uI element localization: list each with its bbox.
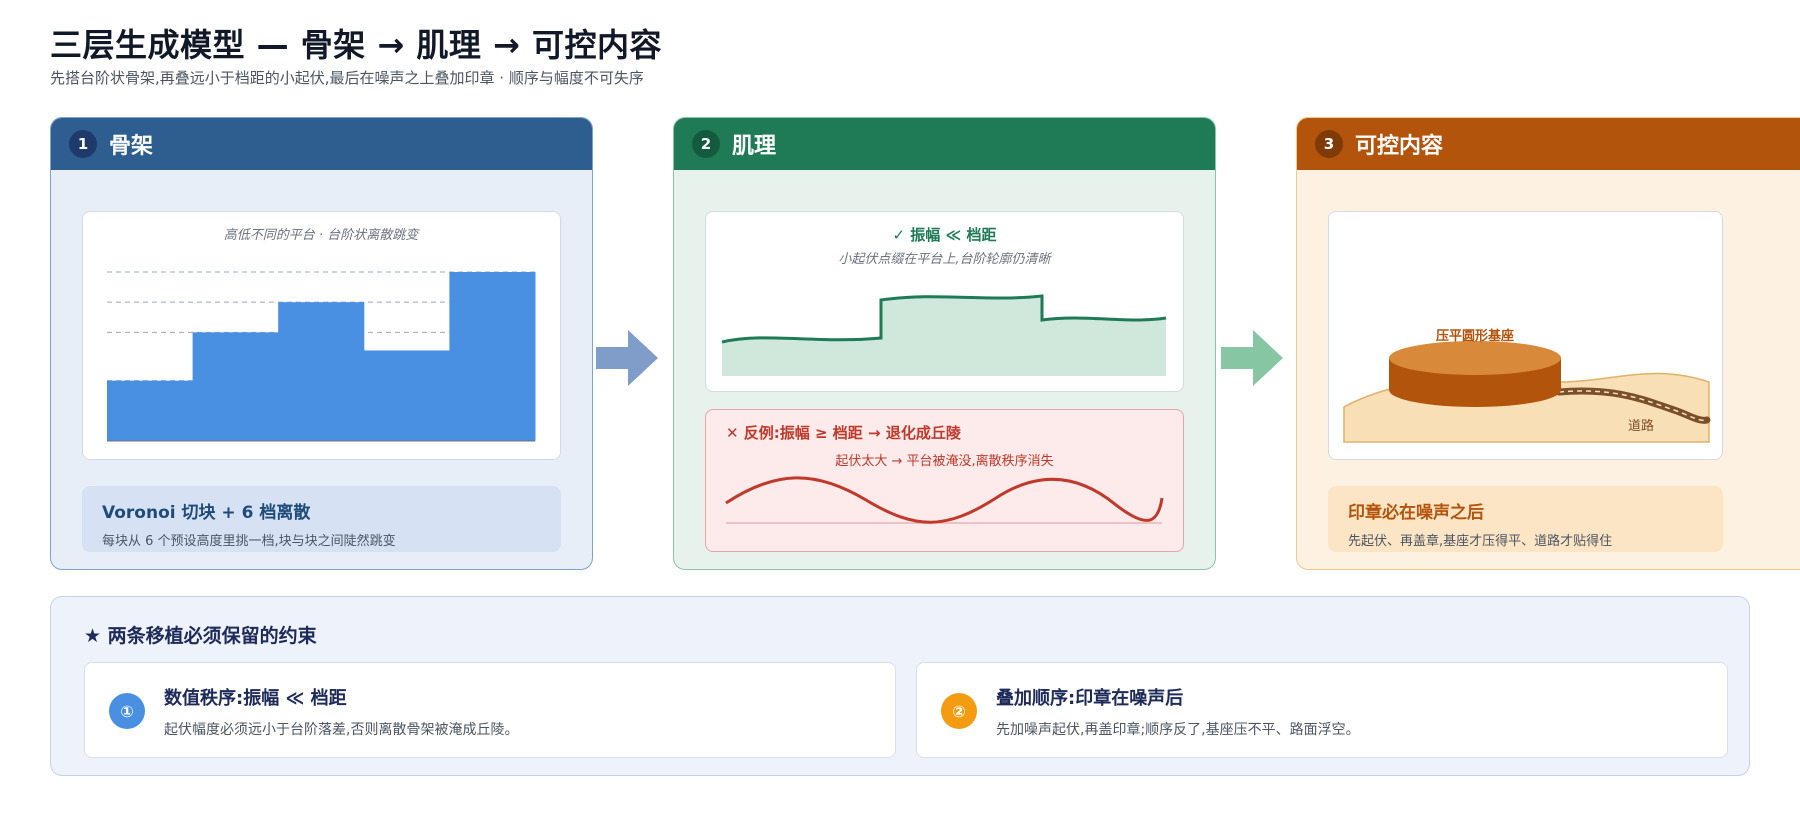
bad-example-title: ✕ 反例:振幅 ≥ 档距 → 退化成丘陵 bbox=[726, 424, 961, 442]
circled-one-icon: ① bbox=[109, 693, 145, 729]
bad-example-desc: 起伏太大 → 平台被淹没,离散秩序消失 bbox=[835, 454, 1054, 469]
content-info-box: 印章必在噪声之后 先起伏、再盖章,基座才压得平、道路才贴得住 bbox=[1328, 486, 1723, 552]
step-number-badge: 2 bbox=[692, 130, 720, 158]
constraint-desc: 先加噪声起伏,再盖印章;顺序反了,基座压不平、路面浮空。 bbox=[996, 722, 1360, 738]
card-skeleton-header: 1 骨架 bbox=[51, 118, 592, 170]
step-number-badge: 1 bbox=[69, 130, 97, 158]
skeleton-chart-panel: 高低不同的平台 · 台阶状离散跳变 bbox=[82, 211, 561, 460]
card-content: 3 可控内容 压平圆形基座 道路 印章必在噪声之后 先起伏、再盖章,基座才压得平… bbox=[1296, 117, 1800, 570]
base-label: 压平圆形基座 bbox=[1436, 328, 1514, 344]
texture-bad-profile bbox=[725, 476, 1164, 524]
arrow-right-icon bbox=[596, 330, 658, 386]
skeleton-info-box: Voronoi 切块 + 6 档离散 每块从 6 个预设高度里挑一档,块与块之间… bbox=[82, 486, 561, 552]
skeleton-bar-chart: 高低不同的平台 · 台阶状离散跳变 bbox=[107, 227, 536, 442]
constraint-desc: 起伏幅度必须远小于台阶落差,否则离散骨架被淹成丘陵。 bbox=[164, 722, 519, 738]
circled-two-icon: ② bbox=[941, 693, 977, 729]
card-skeleton: 1 骨架 高低不同的平台 · 台阶状离散跳变 Voronoi 切块 + 6 档离… bbox=[50, 117, 593, 570]
bar-5 bbox=[449, 272, 536, 441]
constraint-title: 叠加顺序:印章在噪声后 bbox=[996, 688, 1184, 709]
content-info-desc: 先起伏、再盖章,基座才压得平、道路才贴得住 bbox=[1348, 534, 1613, 549]
content-info-title: 印章必在噪声之后 bbox=[1348, 503, 1484, 523]
road-label: 道路 bbox=[1628, 418, 1654, 434]
card-content-title: 可控内容 bbox=[1355, 134, 1444, 159]
card-texture-header: 2 肌理 bbox=[674, 118, 1215, 170]
constraints-title: ★ 两条移植必须保留的约束 bbox=[84, 625, 317, 647]
arrow-right-icon bbox=[1221, 330, 1283, 386]
bar-2 bbox=[192, 332, 279, 441]
skeleton-info-title: Voronoi 切块 + 6 档离散 bbox=[102, 503, 311, 523]
card-texture-title: 肌理 bbox=[732, 134, 777, 159]
card-content-header: 3 可控内容 bbox=[1297, 118, 1800, 170]
good-example-title: ✓ 振幅 ≪ 档距 bbox=[892, 226, 997, 244]
texture-good-profile bbox=[721, 294, 1167, 376]
texture-good-panel: ✓ 振幅 ≪ 档距 小起伏点缀在平台上,台阶轮廓仍清晰 bbox=[705, 211, 1184, 392]
bar-3 bbox=[278, 302, 365, 441]
content-illustration-panel: 压平圆形基座 道路 bbox=[1328, 211, 1723, 460]
good-example-desc: 小起伏点缀在平台上,台阶轮廓仍清晰 bbox=[838, 252, 1051, 267]
page-subtitle: 先搭台阶状骨架,再叠远小于档距的小起伏,最后在噪声之上叠加印章 · 顺序与幅度不… bbox=[50, 69, 644, 87]
texture-bad-panel: ✕ 反例:振幅 ≥ 档距 → 退化成丘陵 起伏太大 → 平台被淹没,离散秩序消失 bbox=[705, 409, 1184, 552]
flattened-base-top bbox=[1389, 341, 1561, 375]
constraint-title: 数值秩序:振幅 ≪ 档距 bbox=[164, 688, 347, 709]
chart-caption: 高低不同的平台 · 台阶状离散跳变 bbox=[224, 227, 420, 243]
constraints-section: ★ 两条移植必须保留的约束 ① 数值秩序:振幅 ≪ 档距 起伏幅度必须远小于台阶… bbox=[50, 596, 1750, 776]
skeleton-info-desc: 每块从 6 个预设高度里挑一档,块与块之间陡然跳变 bbox=[102, 534, 396, 549]
bar-1 bbox=[107, 380, 194, 441]
card-skeleton-title: 骨架 bbox=[109, 134, 154, 159]
constraint-card-amplitude: ① 数值秩序:振幅 ≪ 档距 起伏幅度必须远小于台阶落差,否则离散骨架被淹成丘陵… bbox=[84, 662, 896, 758]
stamp-illustration: 压平圆形基座 道路 bbox=[1343, 328, 1711, 443]
constraint-card-order: ② 叠加顺序:印章在噪声后 先加噪声起伏,再盖印章;顺序反了,基座压不平、路面浮… bbox=[916, 662, 1728, 758]
card-texture: 2 肌理 ✓ 振幅 ≪ 档距 小起伏点缀在平台上,台阶轮廓仍清晰 ✕ 反例:振幅… bbox=[673, 117, 1216, 570]
step-number-badge: 3 bbox=[1315, 130, 1343, 158]
bar-4 bbox=[363, 350, 450, 441]
page-title: 三层生成模型 — 骨架 → 肌理 → 可控内容 bbox=[50, 26, 662, 64]
